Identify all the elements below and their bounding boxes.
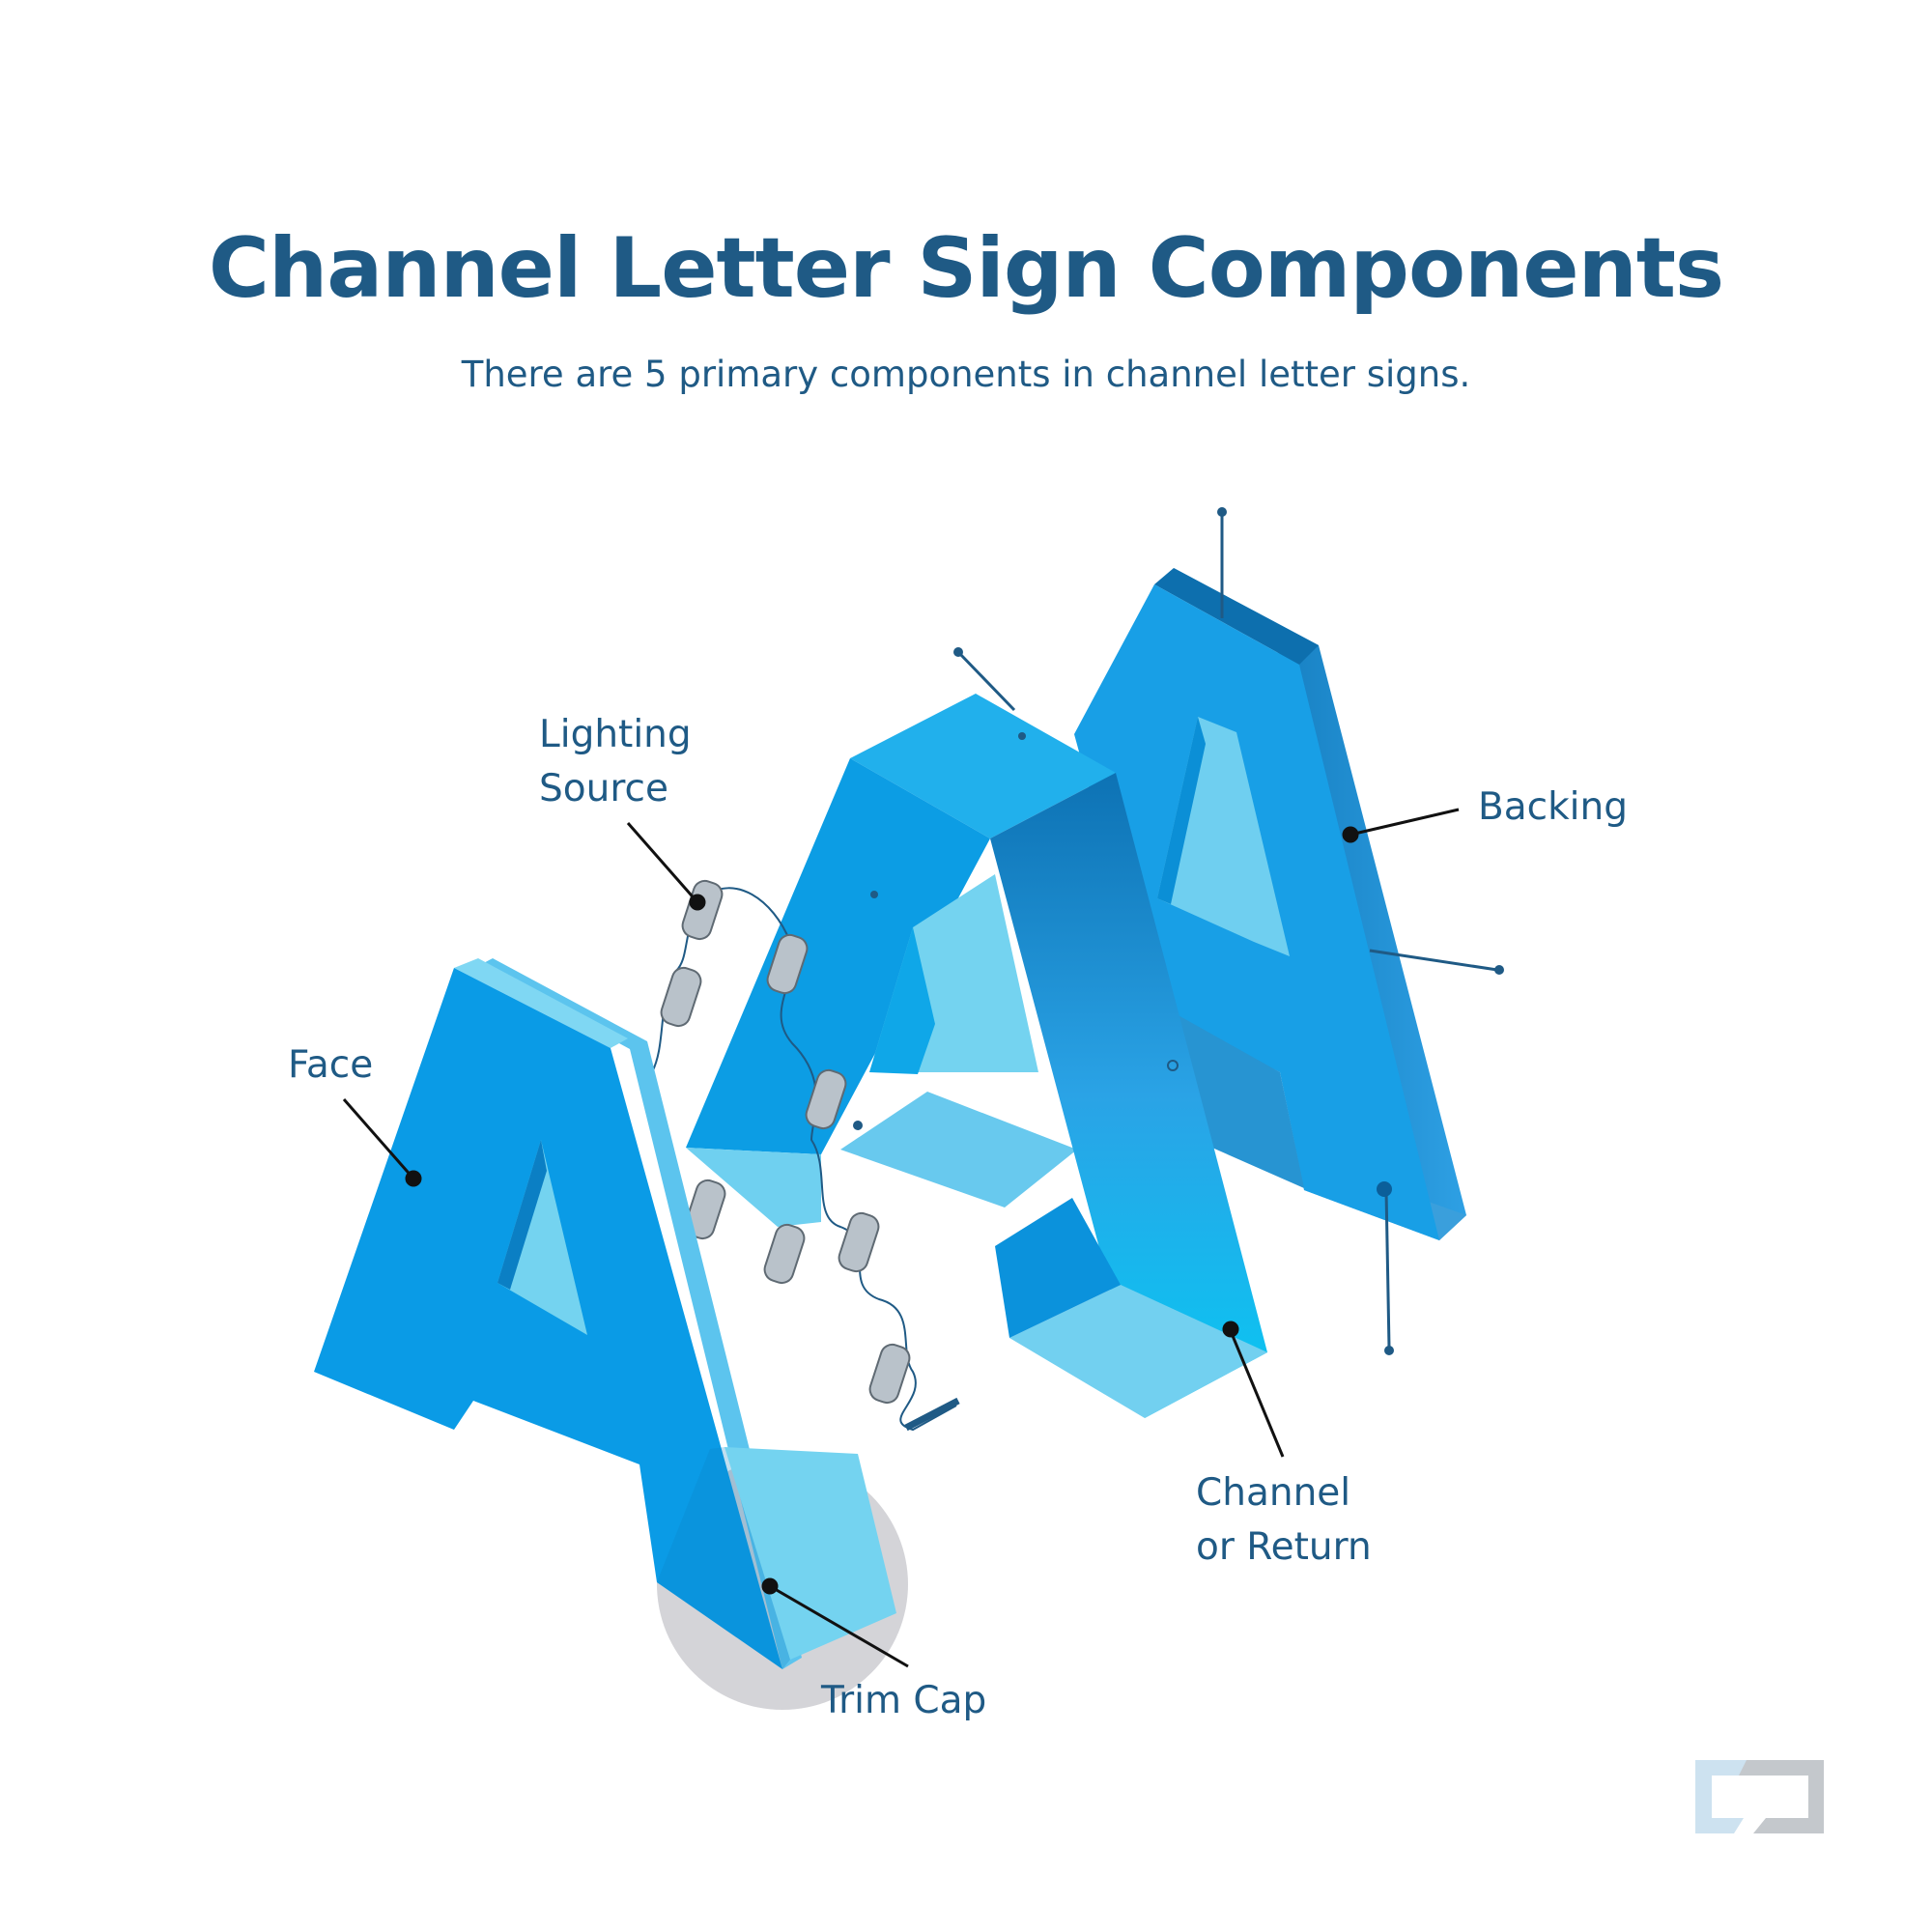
leader-face — [342, 1098, 415, 1179]
channel-front-face — [990, 773, 1267, 1418]
leader-trim-dot — [761, 1577, 779, 1595]
channel-dot-3 — [1167, 1060, 1179, 1071]
trim-cap-edge — [657, 1447, 790, 1669]
backing-shelf — [1159, 1005, 1304, 1188]
screw-bottom — [1384, 1189, 1391, 1349]
backing-top-edge — [1154, 568, 1319, 665]
led-module-3 — [766, 933, 809, 995]
leader-trim — [769, 1584, 909, 1668]
screw-channel — [956, 650, 1016, 712]
backing-hole — [1377, 1181, 1392, 1197]
channel-counter-side — [869, 927, 935, 1074]
face-front — [314, 968, 782, 1669]
label-channel-line2: or Return — [1196, 1525, 1372, 1569]
face-side — [478, 958, 802, 1669]
face-letter — [314, 958, 908, 1710]
label-lighting-line1: Lighting — [539, 713, 692, 756]
face-top-edge — [454, 958, 628, 1048]
diagram-title: Channel Letter Sign Components — [208, 220, 1724, 317]
leader-channel-dot — [1222, 1321, 1239, 1338]
led-module-8 — [868, 1343, 911, 1405]
face-counter — [497, 1140, 587, 1335]
leader-channel — [1229, 1330, 1285, 1458]
led-string — [647, 879, 960, 1432]
led-module-4 — [805, 1068, 847, 1130]
label-lighting-source: Lighting Source — [539, 708, 692, 816]
leader-lighting-dot — [689, 894, 706, 911]
screw-right — [1369, 949, 1498, 972]
label-channel-line1: Channel — [1196, 1471, 1351, 1515]
led-module-2 — [660, 966, 702, 1028]
channel-dot-4 — [853, 1121, 863, 1130]
label-backing: Backing — [1478, 785, 1628, 829]
channel-left-base — [686, 1148, 821, 1227]
label-lighting-line2: Source — [539, 767, 668, 810]
label-trim-cap: Trim Cap — [821, 1679, 987, 1722]
channel-top — [850, 694, 1116, 838]
channel-bottom — [1009, 1285, 1267, 1418]
led-module-7 — [838, 1211, 880, 1273]
diagram-subtitle: There are 5 primary components in channe… — [461, 354, 1471, 395]
led-module-6 — [763, 1223, 806, 1285]
screw-right-head — [1494, 965, 1504, 975]
leader-lighting — [626, 822, 699, 903]
leader-backing — [1350, 808, 1460, 837]
face-counter-shade — [497, 1140, 547, 1290]
channel-crossbar — [840, 1092, 1077, 1208]
leader-face-dot — [405, 1170, 422, 1187]
label-face: Face — [288, 1043, 374, 1087]
backing-letter — [1074, 507, 1504, 1355]
screw-bottom-head — [1384, 1346, 1394, 1355]
channel-dot-2 — [870, 891, 878, 898]
channel-dot-1 — [1018, 732, 1026, 740]
brand-logo — [1695, 1760, 1824, 1833]
screw-top-head — [1217, 507, 1227, 517]
leader-backing-dot — [1342, 826, 1359, 843]
backing-right-edge — [1174, 568, 1466, 1240]
backing-counter-shade — [1157, 717, 1206, 904]
led-plug — [904, 1397, 960, 1432]
label-channel-or-return: Channel or Return — [1196, 1466, 1372, 1575]
screw-channel-head — [953, 647, 963, 657]
channel-left-leg — [686, 758, 990, 1154]
trim-cap-closeup — [724, 1447, 896, 1660]
channel-inner-wall — [995, 1198, 1121, 1338]
channel-letter — [686, 647, 1267, 1418]
